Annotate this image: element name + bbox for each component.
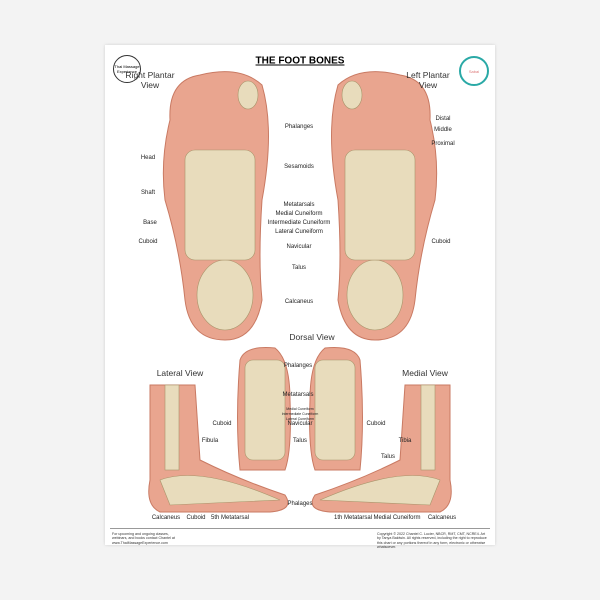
dorsal-label-intermediate-cuneiform: Intermediate Cuneiform (281, 412, 319, 416)
label-shaft: Shaft (140, 190, 156, 196)
label-proximal: Proximal (431, 141, 455, 147)
label-medial-cuneiform: Medial Cuneiform (275, 211, 323, 217)
dorsal-label-navicular: Navicular (287, 421, 313, 427)
dorsal-label-metatarsals: Metatarsals (282, 392, 314, 398)
label-metatarsals: Metatarsals (283, 202, 315, 208)
dorsal-label-cuboid-right: Cuboid (366, 421, 386, 427)
label-cuboid-right: Cuboid (138, 239, 158, 245)
lateral-label-cuboid: Cuboid (186, 515, 206, 521)
label-middle: Middle (434, 127, 452, 133)
dorsal-view-title: Dorsal View (289, 331, 335, 342)
dorsal-label-talus: Talus (292, 438, 308, 444)
medial-view-title: Medial View (402, 367, 448, 378)
logo-right: Sabai (459, 56, 489, 86)
right-plantar-view-title: Right Plantar View (125, 69, 175, 90)
medial-label-medial-cuneiform: Medial Cuneiform (373, 515, 421, 521)
footer-copyright: Copyright © 2022 Chantel C. Lucier, NBCR… (377, 532, 487, 550)
footer-contact: For upcoming and ongoing classes, webina… (112, 532, 175, 545)
logo-left: Thai Massage Experience (113, 55, 141, 83)
label-fibula: Fibula (201, 438, 219, 444)
label-base: Base (143, 220, 157, 226)
label-phalages: Phalages (287, 501, 313, 507)
page-title: THE FOOT BONES (255, 55, 345, 67)
label-cuboid-left: Cuboid (431, 239, 451, 245)
label-calcaneus: Calcaneus (284, 299, 314, 305)
lateral-label-calcaneus: Calcaneus (151, 515, 181, 521)
label-distal: Distal (435, 116, 451, 122)
label-phalanges: Phalanges (284, 124, 314, 130)
dorsal-label-lateral-cuneiform: Lateral Cuneiform (286, 417, 314, 421)
footer-divider (110, 528, 490, 529)
label-head: Head (140, 155, 156, 161)
dorsal-label-phalanges: Phalanges (283, 363, 313, 369)
label-talus: Talus (291, 265, 307, 271)
label-navicular: Navicular (286, 244, 312, 250)
left-plantar-view-title: Left Plantar View (406, 69, 450, 90)
label-5th-metatarsal: 5th Metatarsal (210, 515, 250, 521)
label-intermediate-cuneiform: Intermediate Cuneiform (267, 220, 331, 226)
lateral-view-title: Lateral View (156, 367, 204, 378)
medial-label-talus: Talus (380, 454, 396, 460)
dorsal-label-medial-cuneiform: Medial Cuneiform (286, 407, 314, 411)
label-lateral-cuneiform: Lateral Cuneiform (275, 229, 323, 235)
label-tibia: Tibia (398, 438, 412, 444)
label-1th-metatarsal: 1th Metatarsal (333, 515, 373, 521)
label-sesamoids: Sesamoids (284, 164, 314, 170)
medial-label-calcaneus: Calcaneus (427, 515, 457, 521)
dorsal-label-cuboid-left: Cuboid (212, 421, 232, 427)
